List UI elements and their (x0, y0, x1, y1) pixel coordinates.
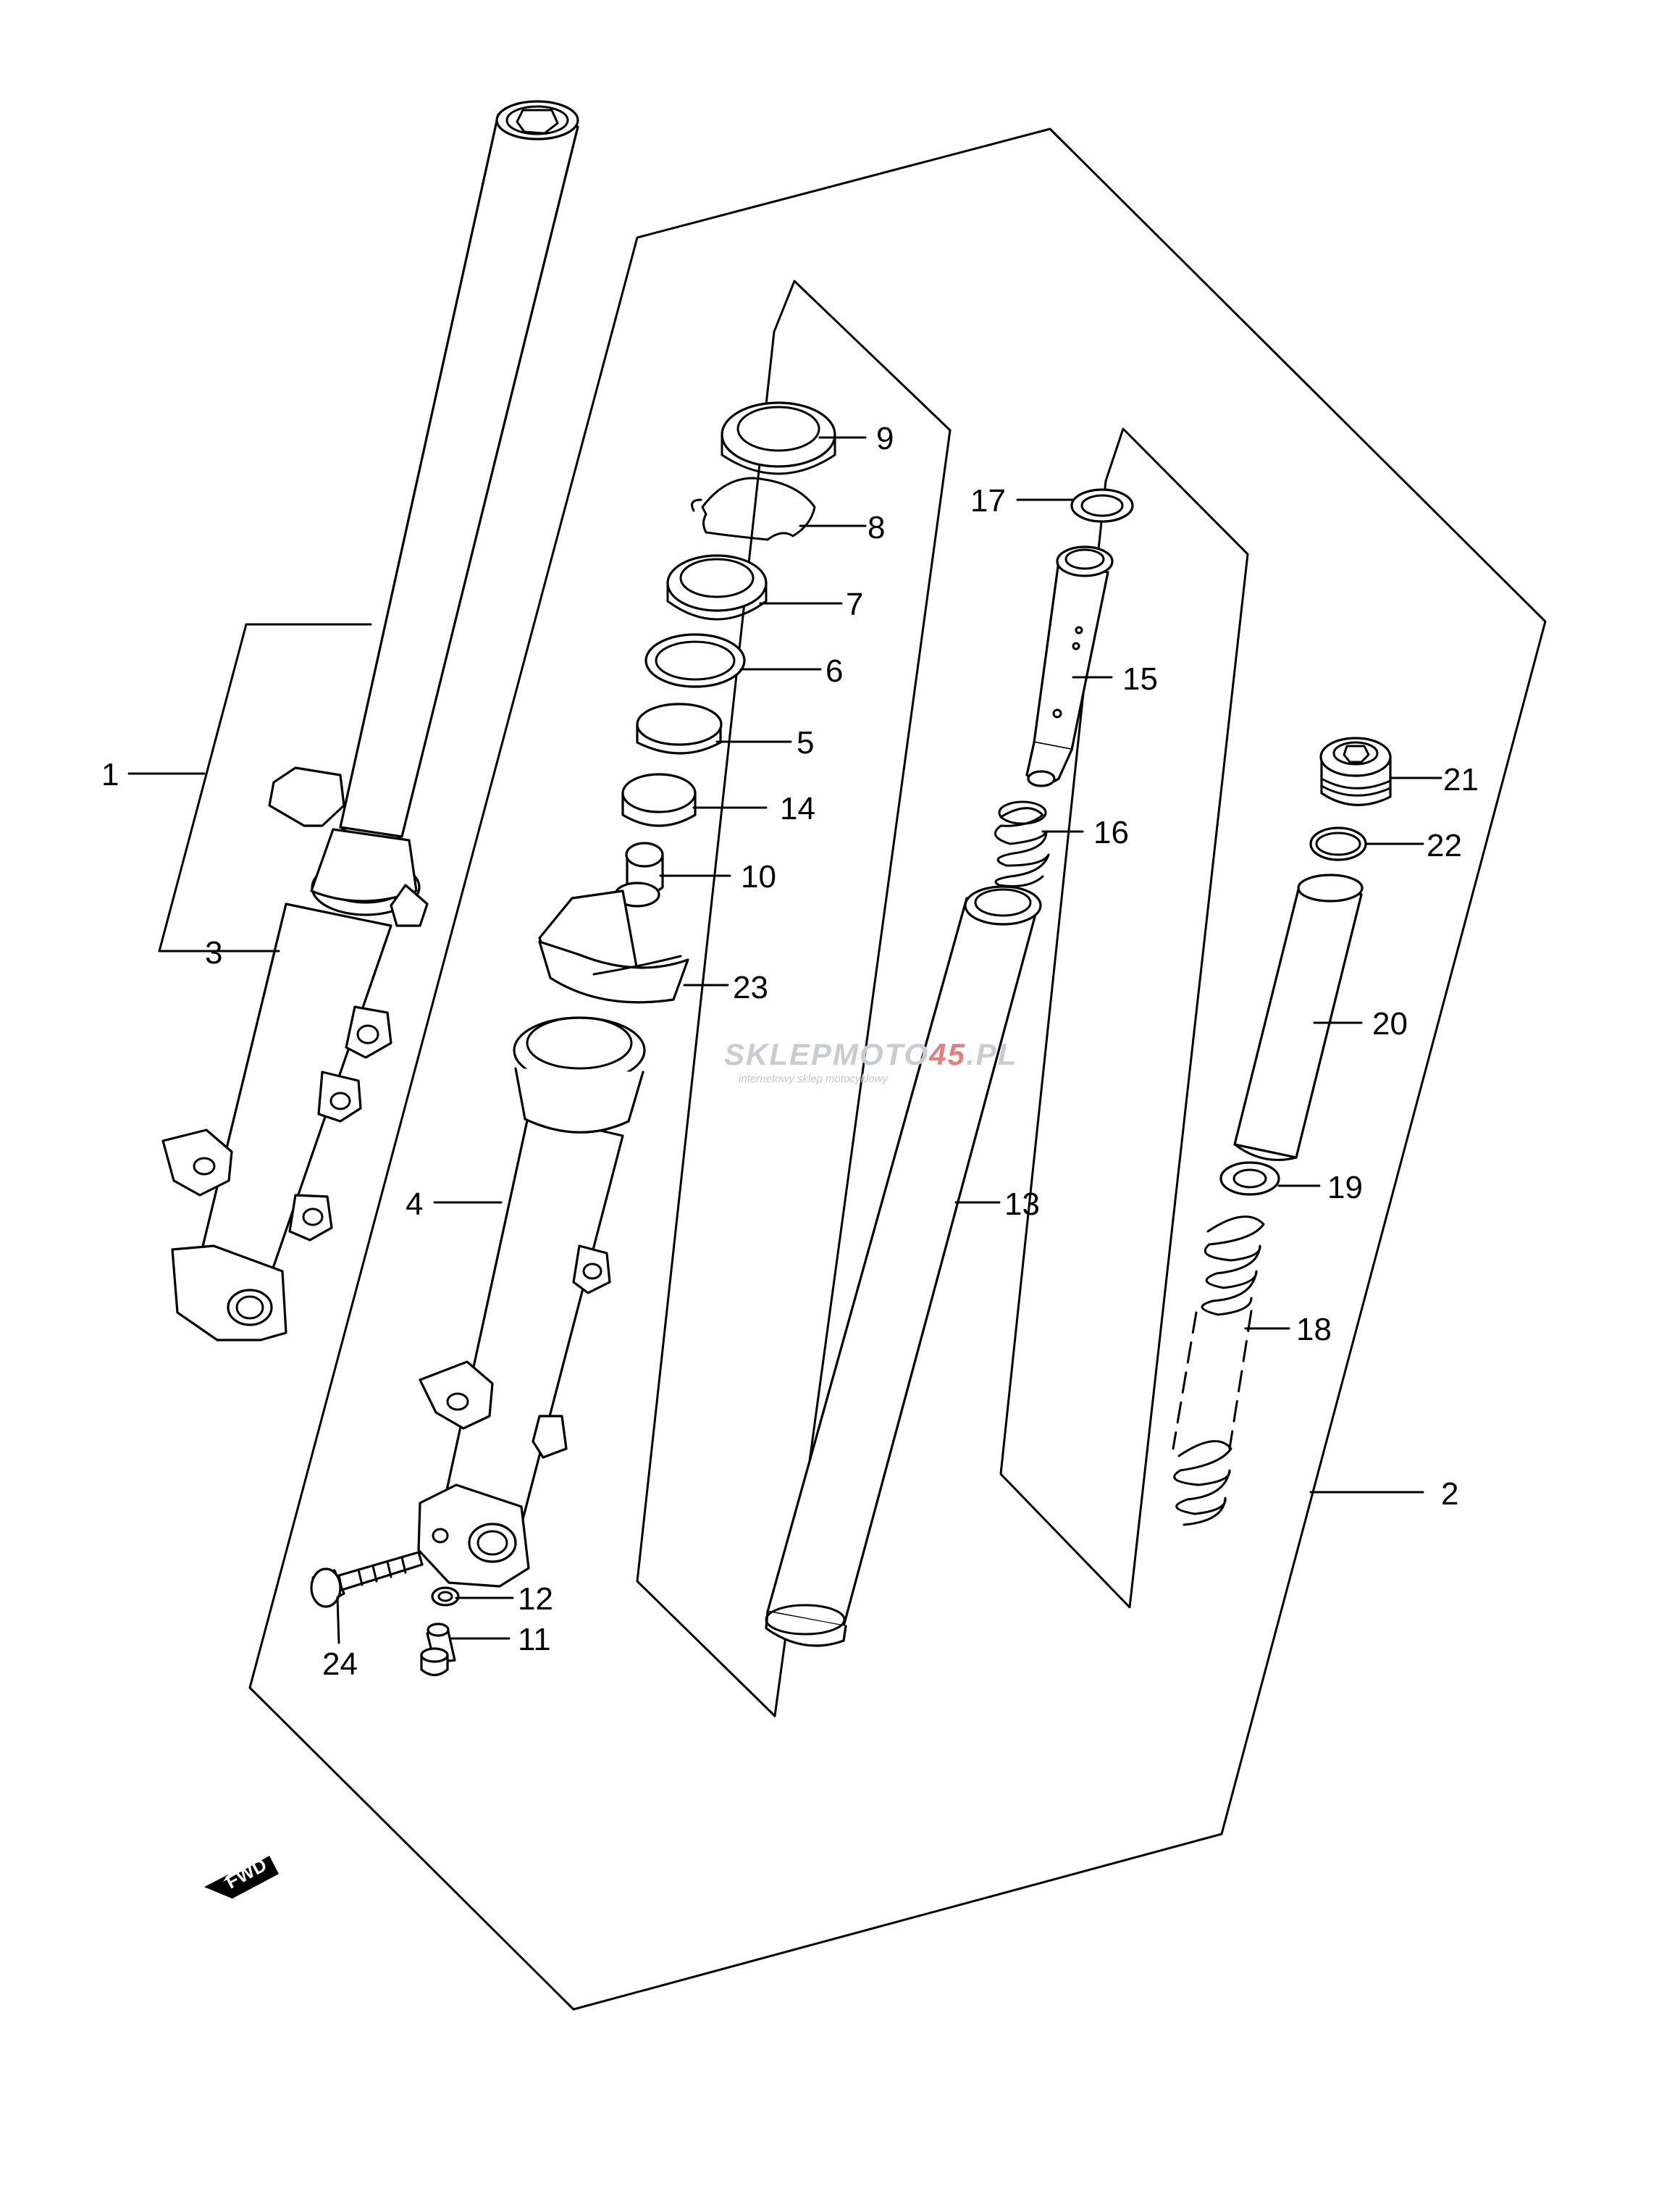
callout-6: 6 (826, 653, 843, 689)
bracket-outline-1-3 (158, 623, 372, 953)
callout-12: 12 (518, 1581, 553, 1617)
watermark-brand: SKLEPMOTO (724, 1037, 929, 1071)
callout-19: 19 (1327, 1170, 1363, 1205)
callout-9: 9 (876, 421, 894, 456)
spring-seat-washer (1219, 1161, 1280, 1196)
callout-16: 16 (1093, 815, 1129, 850)
callout-17: 17 (970, 483, 1006, 519)
callout-8: 8 (868, 510, 885, 545)
spring-spacer (1233, 874, 1364, 1161)
callout-24: 24 (322, 1646, 358, 1682)
fork-outer-leg-left (161, 766, 429, 1341)
callout-22: 22 (1427, 828, 1462, 863)
callout-11: 11 (518, 1622, 551, 1657)
callout-labels: 1 2 3 4 5 6 7 8 9 10 11 12 13 14 15 16 1… (101, 421, 1479, 1682)
drain-bolt (420, 1623, 456, 1677)
damper-rod (1025, 545, 1114, 787)
callout-14: 14 (780, 791, 815, 826)
subassembly-outline-damper (999, 427, 1249, 1609)
slide-bushing-outer (636, 703, 723, 755)
callout-4: 4 (406, 1186, 423, 1222)
watermark-number: 45 (928, 1037, 966, 1071)
fork-inner-tube (339, 100, 579, 842)
assembly-outline-2 (248, 127, 1547, 2011)
fork-inner-tube-exploded (765, 885, 1042, 1647)
watermark-suffix: .PL (966, 1037, 1017, 1071)
subassembly-outline-seals (636, 280, 952, 1717)
fork-cap-bolt (1319, 737, 1392, 806)
callout-2: 2 (1441, 1476, 1458, 1512)
callout-13: 13 (1004, 1186, 1040, 1222)
callout-3: 3 (205, 935, 222, 971)
leader-lines (127, 436, 1442, 1644)
callout-15: 15 (1122, 661, 1158, 697)
fork-spring (1172, 1215, 1265, 1526)
watermark-tagline: internetowy sklep motocyklowy (739, 1073, 889, 1085)
callout-21: 21 (1443, 762, 1479, 798)
callout-5: 5 (797, 725, 814, 761)
fork-guard (538, 889, 689, 1004)
dust-seal (721, 401, 836, 475)
axle-pinch-bolt (310, 1551, 424, 1608)
circlip (691, 477, 816, 541)
damper-ring (1070, 488, 1134, 523)
fork-outer-leg-right (417, 1016, 646, 1588)
cap-o-ring (1309, 826, 1367, 861)
rebound-spring (994, 800, 1050, 887)
oil-seal-washer (644, 633, 746, 688)
oil-lock-piece (614, 842, 664, 908)
watermark: SKLEPMOTO45.PL internetowy sklep motocyk… (724, 1037, 1017, 1085)
callout-23: 23 (733, 970, 768, 1005)
oil-seal (666, 554, 768, 621)
callout-20: 20 (1372, 1006, 1408, 1042)
forward-direction-arrow: FWD (204, 1854, 279, 1901)
callout-7: 7 (846, 587, 863, 622)
slide-bushing-inner (621, 773, 697, 827)
drain-bolt-gasket (431, 1586, 460, 1607)
callout-1: 1 (101, 757, 119, 792)
svg-text:SKLEPMOTO45.PL: SKLEPMOTO45.PL (724, 1037, 1017, 1071)
callout-10: 10 (741, 859, 776, 895)
callout-18: 18 (1296, 1312, 1332, 1347)
